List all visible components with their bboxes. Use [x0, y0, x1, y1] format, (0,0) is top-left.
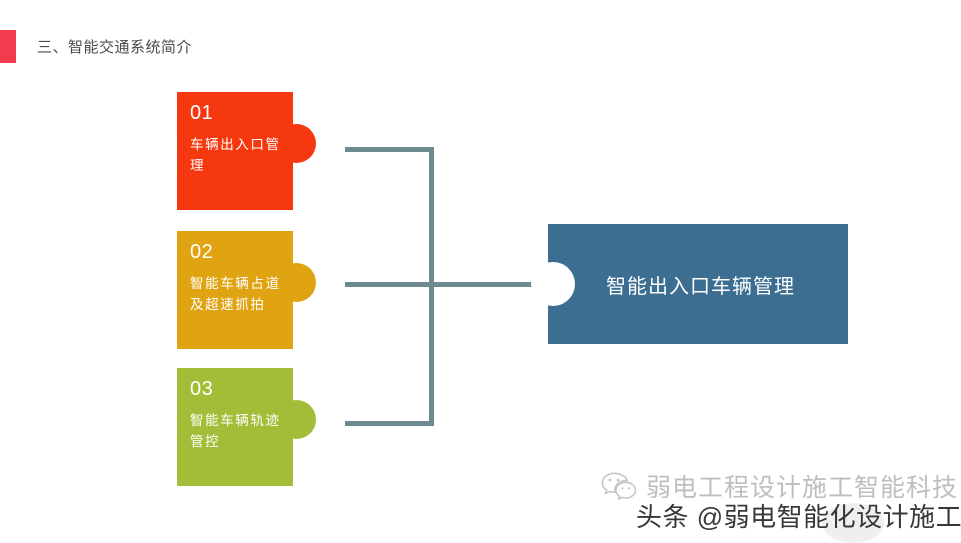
puzzle-piece-03-label: 智能车辆轨迹管控 [190, 413, 281, 449]
header-accent-bar [0, 30, 16, 63]
watermark-wechat-text: 弱电工程设计施工智能科技 [646, 474, 959, 502]
connector-line-bottom [345, 421, 434, 426]
puzzle-piece-02[interactable]: 02 智能车辆占道及超速抓拍 [177, 231, 333, 349]
slide-header: 三、智能交通系统简介 [0, 0, 961, 76]
watermark-wechat: 弱电工程设计施工智能科技 [601, 468, 958, 504]
puzzle-piece-03-tab [277, 400, 316, 439]
connector-line-middle [345, 282, 547, 287]
result-box-notch [531, 262, 575, 306]
puzzle-piece-02-tab [277, 263, 316, 302]
connector-line-top [345, 147, 434, 152]
result-box-label: 智能出入口车辆管理 [606, 275, 795, 298]
puzzle-piece-01-label: 车辆出入口管理 [190, 137, 281, 173]
puzzle-piece-03[interactable]: 03 智能车辆轨迹管控 [177, 368, 333, 486]
result-box[interactable]: 智能出入口车辆管理 [531, 224, 848, 344]
page-title: 三、智能交通系统简介 [37, 39, 193, 56]
watermark-blob [822, 503, 884, 543]
puzzle-piece-02-number: 02 [190, 241, 214, 263]
puzzle-piece-01-number: 01 [190, 102, 214, 124]
puzzle-piece-03-body [177, 368, 293, 486]
connector-line-vertical [429, 147, 434, 426]
watermark-toutiao-text: 头条 @弱电智能化设计施工 [636, 502, 961, 532]
puzzle-piece-01-tab [277, 124, 316, 163]
puzzle-piece-02-label: 智能车辆占道及超速抓拍 [190, 276, 281, 312]
puzzle-piece-02-body [177, 231, 293, 349]
puzzle-piece-03-number: 03 [190, 378, 214, 400]
puzzle-piece-01[interactable]: 01 车辆出入口管理 [177, 92, 333, 210]
puzzle-piece-01-body [177, 92, 293, 210]
wechat-icon [601, 472, 637, 500]
